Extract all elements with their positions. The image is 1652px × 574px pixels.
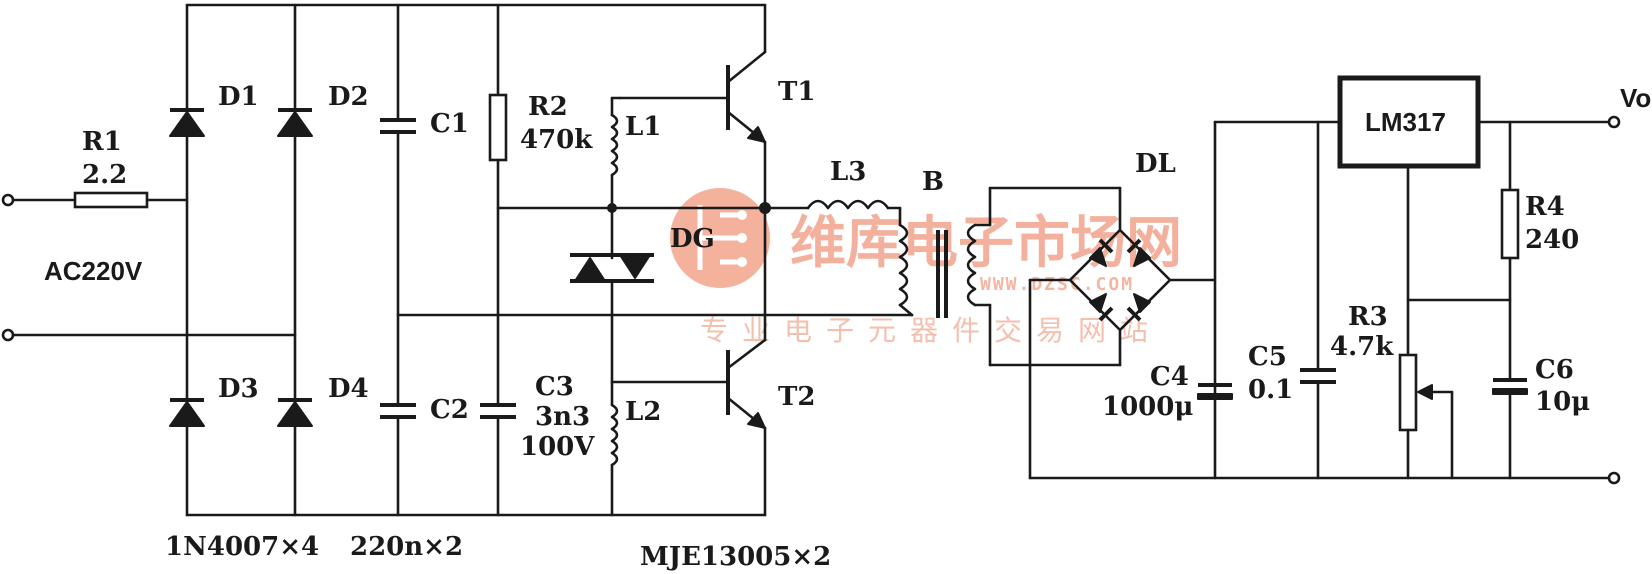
label-c4-ref: C4	[1150, 362, 1189, 392]
capacitor-c4-plate-bottom	[1197, 393, 1233, 400]
label-c3-voltage: 100V	[520, 432, 595, 462]
label-t2: T2	[778, 382, 815, 412]
output-terminal-ground	[1607, 471, 1621, 485]
diode-d3	[169, 398, 205, 427]
watermark-logo-icon	[670, 188, 770, 288]
label-t1: T1	[778, 77, 815, 107]
label-c4-value: 1000μ	[1102, 392, 1193, 422]
half-bridge	[380, 3, 914, 517]
label-l2: L2	[625, 397, 661, 427]
label-r1-ref: R1	[82, 127, 122, 157]
label-r3-value: 4.7k	[1330, 332, 1394, 362]
label-r1-value: 2.2	[82, 160, 127, 190]
label-transistors-part: MJE13005×2	[640, 542, 831, 572]
label-d2: D2	[328, 82, 369, 112]
resistor-r1	[73, 191, 149, 209]
label-l3: L3	[830, 157, 866, 187]
input-terminal-top	[1, 193, 15, 207]
input-terminal-bottom	[1, 328, 15, 342]
label-d3: D3	[218, 374, 259, 404]
label-c1: C1	[430, 109, 469, 139]
label-r2-ref: R2	[528, 92, 568, 122]
transformer-b	[898, 186, 992, 367]
label-d4: D4	[328, 374, 369, 404]
diode-d4	[277, 398, 313, 427]
bridge-rectifier-dl	[988, 186, 1217, 480]
regulator-section	[1028, 75, 1621, 485]
label-ac-input: AC220V	[44, 256, 143, 286]
label-b: B	[922, 167, 944, 197]
resistor-r2	[488, 93, 508, 162]
transistor-t2	[726, 313, 767, 517]
label-r4-ref: R4	[1525, 192, 1565, 222]
label-c3-value: 3n3	[535, 402, 590, 432]
inductor-l3	[806, 199, 890, 210]
label-vo: Vo	[1620, 83, 1651, 113]
label-c3-ref: C3	[535, 372, 574, 402]
inductor-l2	[610, 403, 619, 467]
watermark-title: 维库电子市场网	[790, 211, 1182, 276]
watermark-subtitle: 专业电子元器件交易网站	[700, 314, 1162, 347]
watermark-url: WWW.DZSC.COM	[980, 274, 1134, 295]
labels: R1 2.2 AC220V D1 D2 D3 D4 C1 C2 R2 470k …	[44, 77, 1651, 572]
potentiometer-r3	[1398, 353, 1418, 432]
label-diodes-part: 1N4007×4	[165, 532, 319, 562]
lm317-regulator	[1337, 75, 1481, 169]
label-c6-value: 10μ	[1535, 387, 1590, 417]
output-terminal-vo	[1607, 115, 1621, 129]
label-dg: DG	[670, 224, 715, 254]
inductor-l1	[610, 113, 619, 177]
watermark: 维库电子市场网 WWW.DZSC.COM 专业电子元器件交易网站	[670, 188, 1182, 347]
label-c6-ref: C6	[1535, 355, 1574, 385]
label-c5-value: 0.1	[1248, 375, 1293, 405]
label-d1: D1	[218, 82, 259, 112]
resistor-r4	[1500, 188, 1520, 260]
label-c5-ref: C5	[1248, 342, 1287, 372]
label-r2-value: 470k	[520, 125, 593, 155]
diode-d1	[169, 108, 205, 137]
label-l1: L1	[625, 112, 661, 142]
input-section	[1, 3, 767, 517]
label-lm317: LM317	[1365, 107, 1446, 137]
label-r3-ref: R3	[1348, 302, 1388, 332]
oscillator	[570, 3, 902, 517]
label-caps-part: 220n×2	[350, 532, 463, 562]
label-dl: DL	[1135, 149, 1176, 179]
diode-d2	[277, 108, 313, 137]
transistor-t1	[726, 3, 767, 210]
label-c2: C2	[430, 395, 469, 425]
label-r4-value: 240	[1525, 225, 1579, 255]
